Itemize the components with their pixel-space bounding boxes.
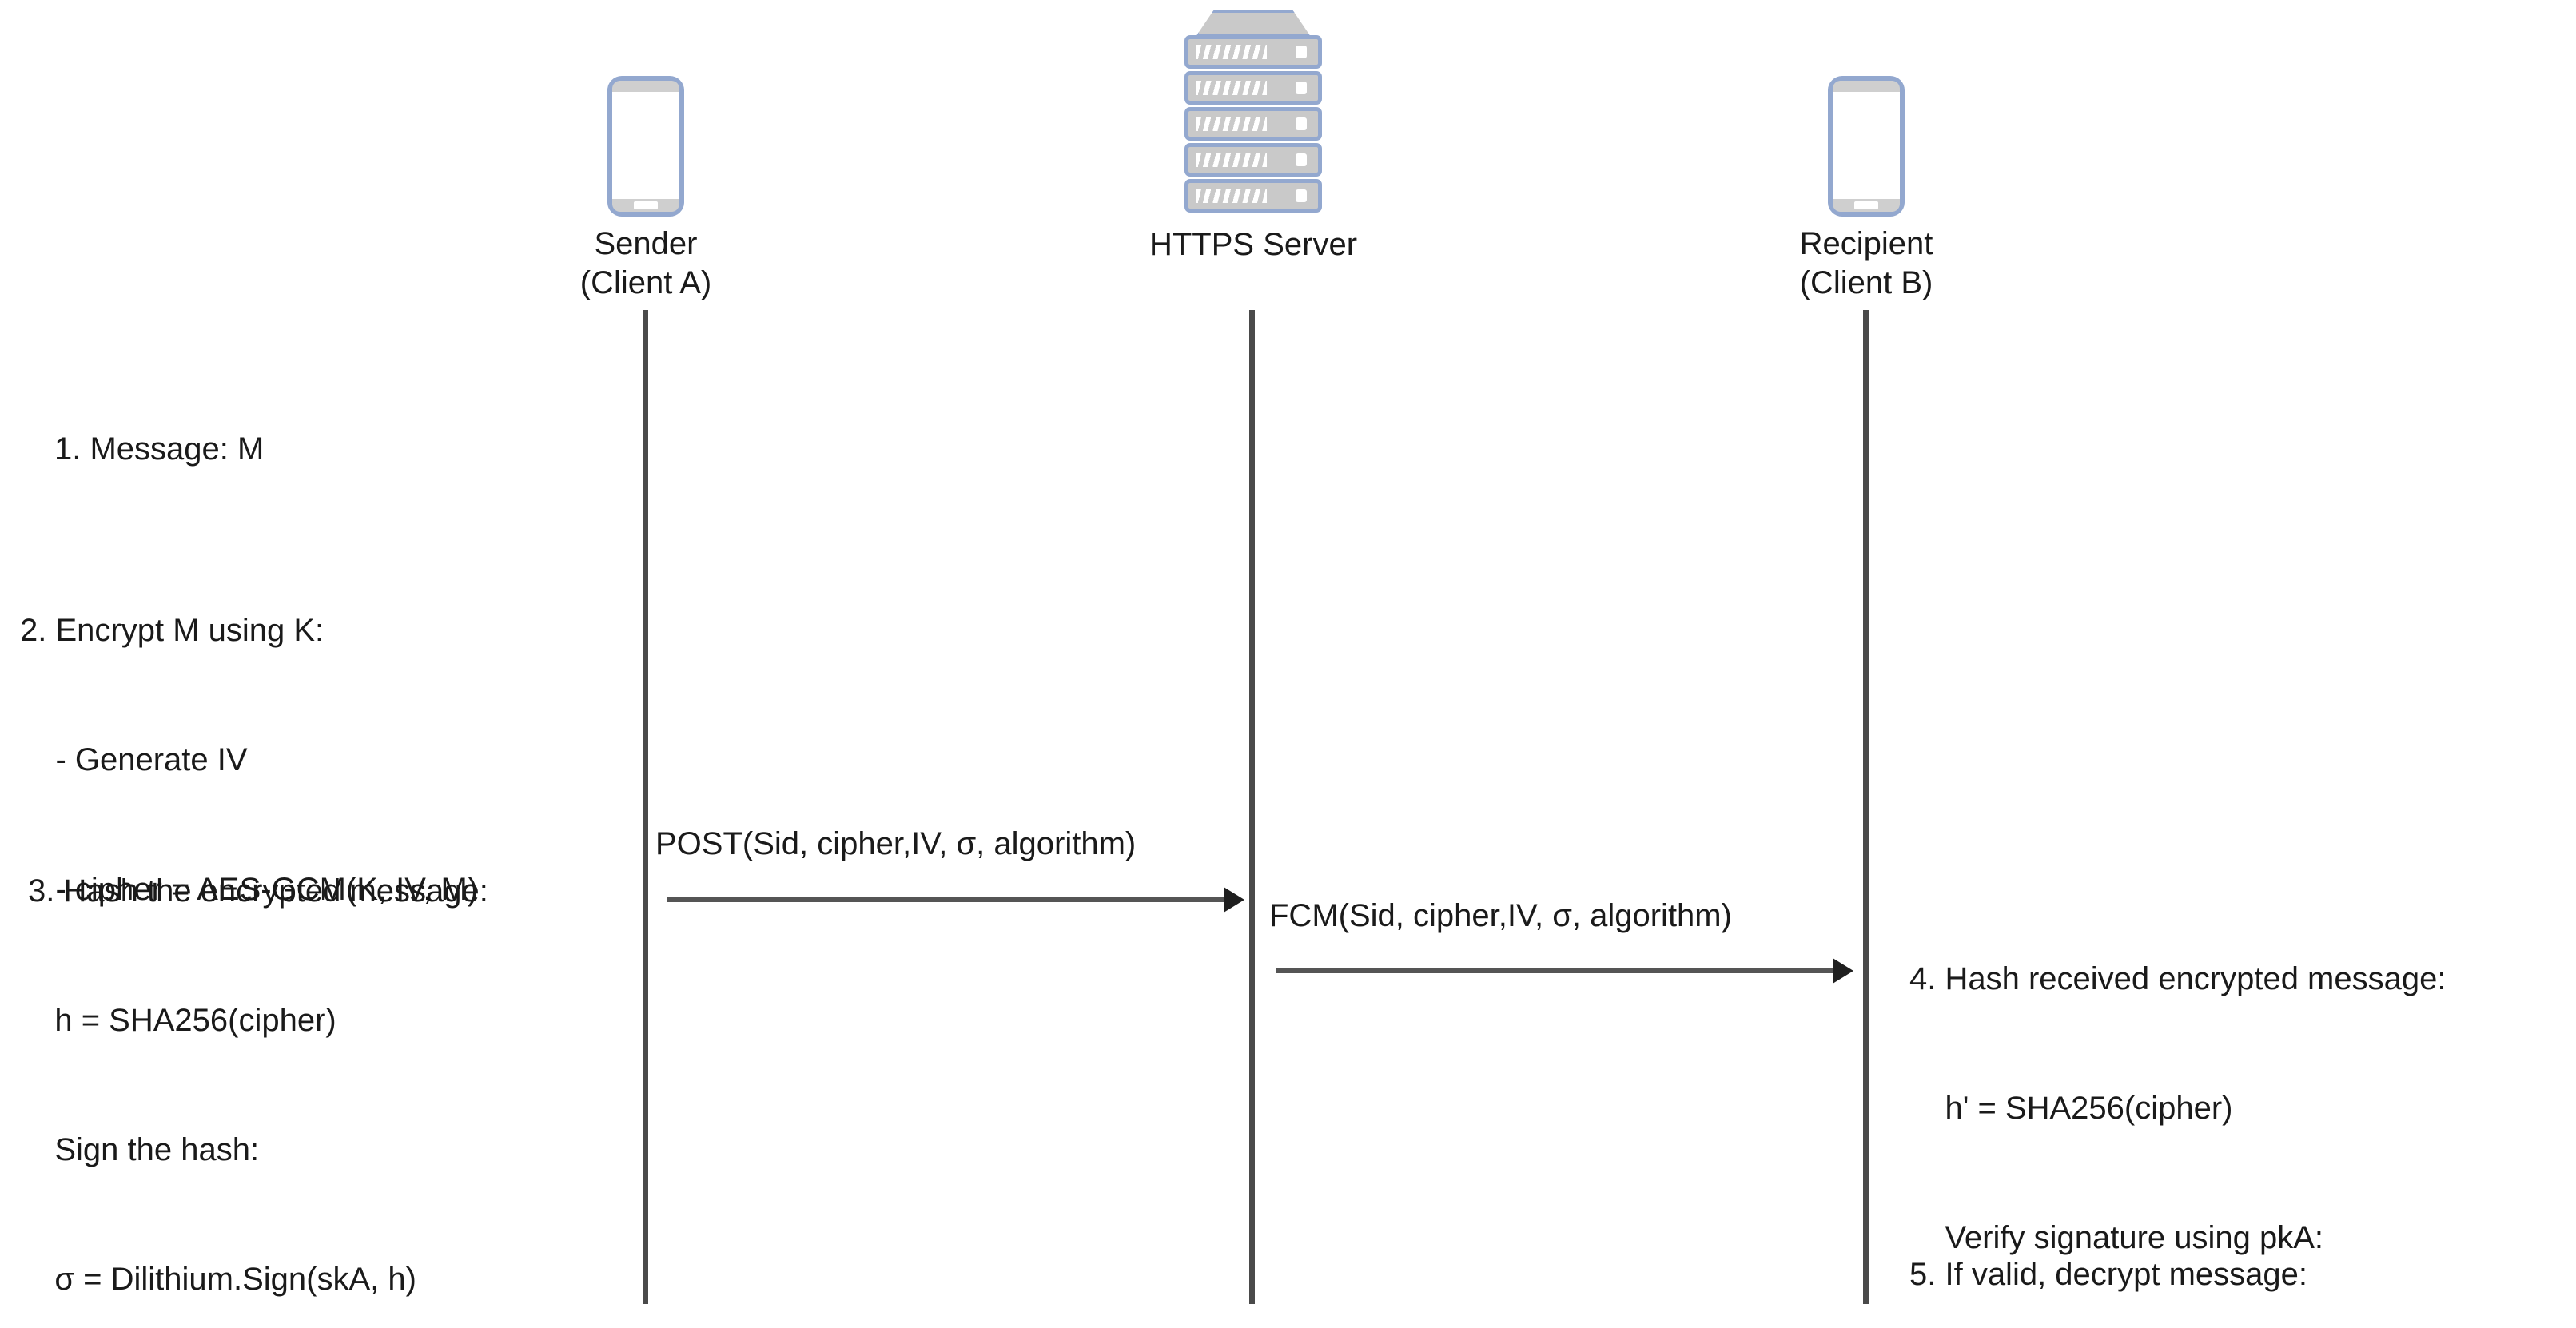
- step-1-block: 1. Message: M: [54, 341, 264, 557]
- step-2-line: - Generate IV: [20, 742, 248, 777]
- server-vent-slots: [1196, 117, 1267, 131]
- actor-recipient-subtitle: (Client B): [1799, 265, 1933, 300]
- actor-server: HTTPS Server: [1085, 10, 1421, 264]
- step-5-line: 5. If valid, decrypt message:: [1909, 1257, 2308, 1292]
- step-5-block: 5. If valid, decrypt message: M' = AES-G…: [1909, 1167, 2422, 1328]
- server-status-light: [1296, 82, 1307, 94]
- message-fcm-label: FCM(Sid, cipher,IV, σ, algorithm): [1269, 898, 1732, 933]
- message-fcm-arrow: [1276, 957, 1853, 984]
- lifeline-server: [1249, 310, 1255, 1304]
- lifeline-recipient: [1863, 310, 1869, 1304]
- step-3-block: 3. Hash the encrypted message: h = SHA25…: [28, 783, 488, 1328]
- actor-sender-name: Sender: [594, 226, 698, 261]
- step-3-line: σ = Dilithium.Sign(skA, h): [28, 1262, 416, 1297]
- server-top-cap: [1196, 10, 1311, 37]
- step-3-line: 3. Hash the encrypted message:: [28, 873, 488, 909]
- phone-home-button: [634, 201, 658, 209]
- step-4-line: 4. Hash received encrypted message:: [1909, 961, 2447, 996]
- server-rack-unit: [1184, 179, 1322, 213]
- arrowhead-icon: [1833, 957, 1853, 984]
- server-rack-unit: [1184, 143, 1322, 177]
- message-post-label: POST(Sid, cipher,IV, σ, algorithm): [655, 826, 1137, 861]
- server-rack-unit: [1184, 71, 1322, 105]
- server-rack-icon: [1184, 10, 1322, 217]
- server-rack-unit: [1184, 35, 1322, 69]
- step-4-block: 4. Hash received encrypted message: h' =…: [1909, 871, 2446, 1328]
- step-4-line: h' = SHA256(cipher): [1909, 1091, 2233, 1126]
- step-1-line: 1. Message: M: [54, 431, 265, 467]
- arrowhead-icon: [1224, 886, 1244, 913]
- server-status-light: [1296, 189, 1307, 202]
- lifeline-sender: [643, 310, 648, 1304]
- server-vent-slots: [1196, 153, 1267, 167]
- phone-home-button: [1854, 201, 1878, 209]
- server-vent-slots: [1196, 81, 1267, 95]
- step-2-block: 2. Encrypt M using K: - Generate IV - ci…: [20, 523, 478, 997]
- server-rack-unit: [1184, 107, 1322, 141]
- actor-server-name: HTTPS Server: [1149, 227, 1358, 262]
- step-3-line: h = SHA256(cipher): [28, 1003, 336, 1038]
- mobile-phone-icon: [1828, 76, 1905, 217]
- actor-sender: Sender (Client A): [478, 76, 814, 303]
- server-status-light: [1296, 46, 1307, 58]
- actor-recipient: Recipient (Client B): [1698, 76, 2034, 303]
- mobile-phone-icon: [607, 76, 684, 217]
- step-2-line: 2. Encrypt M using K:: [20, 613, 324, 648]
- server-status-light: [1296, 153, 1307, 166]
- step-2-line: - cipher = AES-GCM(K, IV, M): [20, 872, 479, 907]
- message-post-arrow: [667, 886, 1244, 913]
- phone-speaker-bar: [1833, 81, 1900, 92]
- server-vent-slots: [1196, 189, 1267, 203]
- step-4-line: Verify signature using pkA:: [1909, 1220, 2324, 1255]
- phone-speaker-bar: [612, 81, 679, 92]
- server-vent-slots: [1196, 45, 1267, 59]
- actor-sender-subtitle: (Client A): [579, 265, 712, 300]
- step-3-line: Sign the hash:: [28, 1132, 260, 1167]
- actor-recipient-name: Recipient: [1799, 226, 1933, 261]
- server-status-light: [1296, 117, 1307, 130]
